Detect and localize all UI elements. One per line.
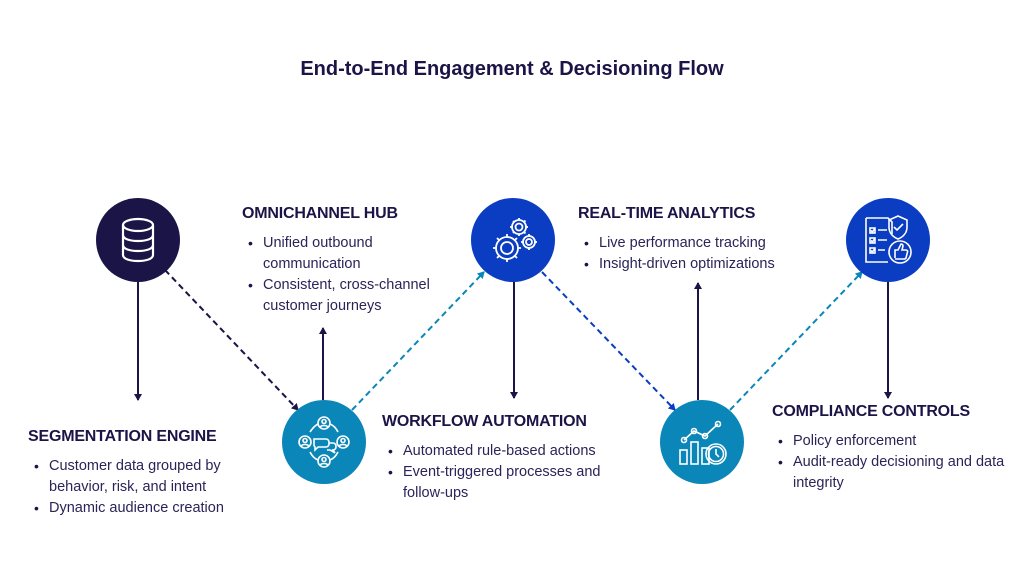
diagram-title: End-to-End Engagement & Decisioning Flow: [300, 58, 724, 80]
step-heading: SEGMENTATION ENGINE: [28, 428, 217, 445]
connector-analytics-to-compliance: [729, 271, 863, 411]
step-segmentation: SEGMENTATION ENGINE Customer data groupe…: [28, 428, 268, 519]
analytics-node: [660, 400, 744, 484]
step-heading: REAL-TIME ANALYTICS: [578, 205, 756, 222]
workflow-node: [471, 198, 555, 282]
step-bullet: Automated rule-based actions: [382, 441, 642, 462]
step-compliance: COMPLIANCE CONTROLS Policy enforcement A…: [772, 403, 1012, 494]
step-bullet: Consistent, cross-channel customer journ…: [242, 275, 452, 317]
step-bullet: Policy enforcement: [772, 431, 1012, 452]
step-bullet: Event-triggered processes and follow-ups: [382, 462, 642, 504]
checklist-shield-thumbs-up-icon: [865, 215, 912, 264]
step-bullet: Insight-driven optimizations: [578, 254, 828, 275]
omnichannel-node: [282, 400, 366, 484]
step-bullet: Unified outbound communication: [242, 233, 452, 275]
compliance-node: [846, 198, 930, 282]
user-network-chat-icon: [298, 416, 350, 468]
connector-workflow-to-analytics: [541, 271, 676, 411]
gears-icon: [493, 218, 537, 262]
step-bullet: Live performance tracking: [578, 233, 828, 254]
database-icon: [121, 217, 155, 263]
step-omnichannel: OMNICHANNEL HUB Unified outbound communi…: [242, 205, 452, 317]
segmentation-node: [96, 198, 180, 282]
connector-segmentation-to-omnichannel: [164, 269, 299, 411]
step-heading: WORKFLOW AUTOMATION: [382, 413, 587, 430]
step-heading: OMNICHANNEL HUB: [242, 205, 398, 222]
step-bullet: Audit-ready decisioning and data integri…: [772, 452, 1012, 494]
step-workflow: WORKFLOW AUTOMATION Automated rule-based…: [382, 413, 642, 504]
step-heading: COMPLIANCE CONTROLS: [772, 403, 970, 420]
step-bullet: Customer data grouped by behavior, risk,…: [28, 456, 268, 498]
connector-omnichannel-to-workflow: [351, 271, 485, 411]
chart-clock-icon: [679, 420, 727, 465]
step-bullet: Dynamic audience creation: [28, 498, 268, 519]
step-analytics: REAL-TIME ANALYTICS Live performance tra…: [578, 205, 828, 275]
